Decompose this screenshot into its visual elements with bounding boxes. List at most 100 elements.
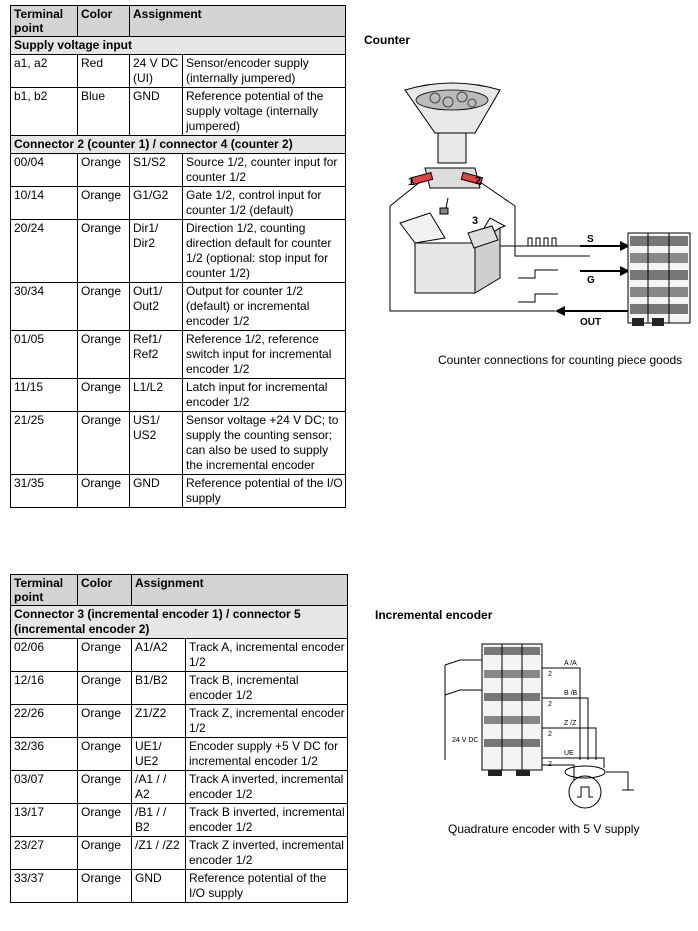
cell-description: Track Z, incremental encoder 1/2 [185,704,348,738]
header-color: Color [77,5,130,37]
cell-signal: /A1 / / A2 [131,770,186,804]
counter-heading: Counter [364,33,410,47]
cell-color: Orange [77,869,132,903]
cell-color: Orange [77,836,132,870]
hopper-icon [404,82,501,164]
cell-description: Gate 1/2, control input for counter 1/2 … [182,186,346,220]
cell-terminal: 10/14 [10,186,78,220]
cell-terminal: 02/06 [10,638,78,672]
table-row: 30/34 Orange Out1/ Out2 Output for count… [10,282,346,331]
section-row: Connector 2 (counter 1) / connector 4 (c… [10,135,346,154]
cell-terminal: 11/15 [10,378,78,412]
table-row: 31/35 Orange GND Reference potential of … [10,474,346,508]
terminal-block-icon [481,643,543,776]
cell-color: Orange [77,282,130,331]
cell-color: Orange [77,378,130,412]
label-2: 2 [475,175,481,187]
cell-terminal: 22/26 [10,704,78,738]
cell-terminal: 20/24 [10,219,78,283]
table-row: 33/37 Orange GND Reference potential of … [10,869,348,903]
light-barrier-icon [410,167,484,189]
cell-description: Track Z inverted, incremental encoder 1/… [185,836,348,870]
cell-color: Orange [77,803,132,837]
label-s: S [587,234,594,245]
cell-signal: /Z1 / /Z2 [131,836,186,870]
cell-color: Orange [77,186,130,220]
cell-color: Orange [77,671,132,705]
cell-signal: L1/L2 [129,378,183,412]
table-row: 01/05 Orange Ref1/ Ref2 Reference 1/2, r… [10,330,346,379]
cell-description: Reference potential of the I/O supply [185,869,348,903]
cell-signal: UE1/ UE2 [131,737,186,771]
table-row: 12/16 Orange B1/B2 Track B, incremental … [10,671,348,705]
counter-caption: Counter connections for counting piece g… [438,353,683,367]
encoder-wires [542,667,605,780]
label-track-a: A /A [564,660,577,667]
table-row: 03/07 Orange /A1 / / A2 Track A inverted… [10,770,348,804]
label-24vdc: 24 V DC [452,737,478,744]
label-pair-z: 2 [548,731,552,738]
cell-description: Reference potential of the supply voltag… [182,87,346,136]
cell-description: Track B, incremental encoder 1/2 [185,671,348,705]
label-ue: UE [564,750,574,757]
encoder-icon [564,765,606,809]
table-row: b1, b2 Blue GND Reference potential of t… [10,87,346,136]
cell-signal: S1/S2 [129,153,183,187]
cell-terminal: 13/17 [10,803,78,837]
cell-signal: Z1/Z2 [131,704,186,738]
cell-description: Track A, incremental encoder 1/2 [185,638,348,672]
terminal-table-encoder: Terminal point Color Assignment Connecto… [10,574,348,903]
section-title: Connector 3 (incremental encoder 1) / co… [10,605,348,639]
cell-description: Direction 1/2, counting direction defaul… [182,219,346,283]
cell-description: Encoder supply +5 V DC for incremental e… [185,737,348,771]
table-row: a1, a2 Red 24 V DC (UI) Sensor/encoder s… [10,54,346,88]
section-title: Connector 2 (counter 1) / connector 4 (c… [10,135,346,154]
table-row: 02/06 Orange A1/A2 Track A, incremental … [10,638,348,672]
section-title: Supply voltage input [10,36,346,55]
ground-icon [606,771,634,791]
cell-description: Source 1/2, counter input for counter 1/… [182,153,346,187]
cell-terminal: 32/36 [10,737,78,771]
header-terminal-point: Terminal point [10,574,78,606]
table-row: 11/15 Orange L1/L2 Latch input for incre… [10,378,346,412]
cell-color: Orange [77,411,130,475]
table-row: 32/36 Orange UE1/ UE2 Encoder supply +5 … [10,737,348,771]
cell-terminal: 12/16 [10,671,78,705]
cell-signal: GND [129,87,183,136]
cell-color: Orange [77,153,130,187]
cell-signal: A1/A2 [131,638,186,672]
cell-signal: Dir1/ Dir2 [129,219,183,283]
cell-signal: US1/ US2 [129,411,183,475]
cell-color: Orange [77,638,132,672]
section-row: Connector 3 (incremental encoder 1) / co… [10,605,348,639]
cell-color: Orange [77,737,132,771]
label-1: 1 [408,176,414,188]
table-row: 22/26 Orange Z1/Z2 Track Z, incremental … [10,704,348,738]
terminal-block-icon [627,232,691,326]
table-header-row: Terminal point Color Assignment [10,5,346,37]
table-header-row: Terminal point Color Assignment [10,574,348,606]
table-row: 13/17 Orange /B1 / / B2 Track B inverted… [10,803,348,837]
header-color: Color [77,574,132,606]
table-row: 23/27 Orange /Z1 / /Z2 Track Z inverted,… [10,836,348,870]
cell-signal: Out1/ Out2 [129,282,183,331]
label-g: G [587,275,595,286]
encoder-diagram: 24 V DC A /A 2 B /B 2 Z /Z 2 UE 2 [444,643,634,809]
cell-signal: B1/B2 [131,671,186,705]
gate-waveform [518,269,558,279]
cell-color: Orange [77,219,130,283]
cell-signal: GND [129,474,183,508]
cell-color: Orange [77,474,130,508]
label-track-b: B /B [564,690,578,697]
cell-signal: 24 V DC (UI) [129,54,183,88]
cell-terminal: 21/25 [10,411,78,475]
cell-description: Output for counter 1/2 (default) or incr… [182,282,346,331]
cell-terminal: 33/37 [10,869,78,903]
header-terminal-point: Terminal point [10,5,78,37]
label-pair-b: 2 [548,701,552,708]
cell-terminal: 03/07 [10,770,78,804]
label-out: OUT [580,317,601,328]
cell-color: Blue [77,87,130,136]
cell-terminal: a1, a2 [10,54,78,88]
table-row: 20/24 Orange Dir1/ Dir2 Direction 1/2, c… [10,219,346,283]
